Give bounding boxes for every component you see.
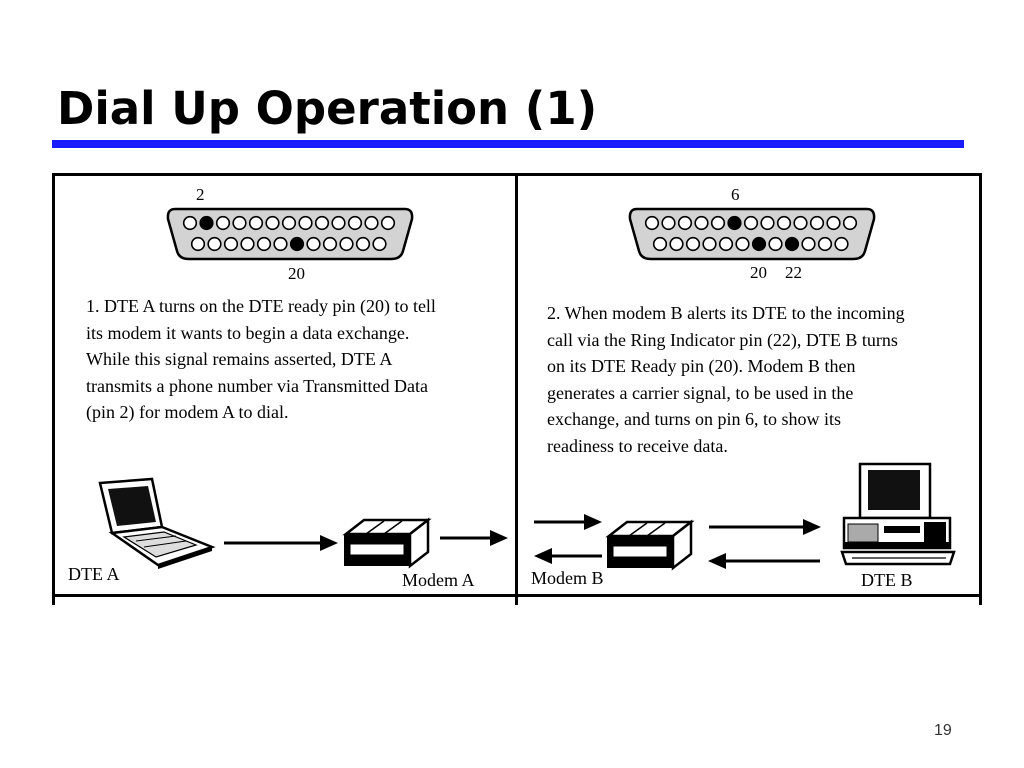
panel-2-pin-label-top: 6: [731, 185, 740, 204]
connector-pin: [702, 236, 717, 252]
connector-pin: [842, 215, 858, 231]
connector-pin: [661, 215, 676, 231]
connector-pin: [793, 215, 808, 231]
active-pin: [751, 236, 767, 252]
connector-pin: [248, 215, 264, 231]
db25-connector-icon: [166, 207, 414, 261]
connector-pin: [182, 215, 198, 231]
connector-pin: [298, 215, 313, 231]
modem-b-label: Modem B: [531, 568, 604, 588]
arrow-left-icon: [534, 548, 602, 564]
panel-1-pin-label-top: 2: [196, 185, 205, 204]
panel-1-step-text: 1. DTE A turns on the DTE ready pin (20)…: [86, 296, 436, 422]
connector-pin: [256, 236, 272, 252]
panel-1-connector: [166, 207, 414, 261]
arrow-icon: [709, 519, 821, 535]
connector-pin: [322, 236, 338, 252]
panel-divider: [515, 173, 518, 605]
connector-pin: [718, 236, 734, 252]
panel-2-step-text: 2. When modem B alerts its DTE to the in…: [547, 303, 905, 456]
title-underline: [52, 140, 964, 148]
panel-2-pin-label-20: 20: [750, 263, 767, 282]
connector-pin: [380, 215, 396, 231]
dte-a-label: DTE A: [68, 564, 120, 584]
connector-pin: [694, 215, 709, 231]
page-number: 19: [934, 722, 952, 739]
connector-pin: [760, 215, 775, 231]
connector-pin: [669, 236, 684, 252]
db25-connector-icon: [628, 207, 876, 261]
connector-pin: [223, 236, 239, 252]
connector-pin: [339, 236, 354, 252]
connector-pin: [652, 236, 668, 252]
connector-pin: [801, 236, 816, 252]
connector-pin: [347, 215, 363, 231]
arrow-icon: [534, 514, 602, 530]
connector-pin: [826, 215, 841, 231]
connector-pin: [306, 236, 321, 252]
active-pin: [784, 236, 800, 252]
modem-icon: [342, 517, 432, 569]
modem-a-label: Modem A: [402, 570, 475, 590]
connector-pin: [207, 236, 222, 252]
arrow-left-icon: [708, 553, 820, 569]
desktop-computer-icon: [840, 462, 956, 566]
connector-pin: [834, 236, 849, 252]
connector-pin: [281, 215, 297, 231]
connector-pin: [817, 236, 833, 252]
arrow-icon: [224, 535, 338, 551]
laptop-icon: [98, 477, 216, 569]
connector-pin: [265, 215, 280, 231]
active-pin: [199, 215, 214, 231]
panel-1-pin-label-bottom: 20: [288, 264, 305, 283]
connector-pin: [331, 215, 346, 231]
connector-pin: [232, 215, 247, 231]
connector-pin: [710, 215, 726, 231]
modem-icon: [605, 519, 695, 571]
connector-pin: [809, 215, 825, 231]
connector-pin: [776, 215, 792, 231]
connector-pin: [240, 236, 255, 252]
connector-pin: [735, 236, 750, 252]
connector-pin: [768, 236, 783, 252]
panel-2-connector: [628, 207, 876, 261]
connector-pin: [190, 236, 206, 252]
arrow-icon: [440, 530, 508, 546]
connector-pin: [364, 215, 379, 231]
connector-pin: [215, 215, 231, 231]
connector-pin: [644, 215, 660, 231]
active-pin: [289, 236, 305, 252]
diagram-bottom-rule: [52, 594, 982, 597]
connector-pin: [677, 215, 693, 231]
connector-pin: [372, 236, 387, 252]
connector-pin: [273, 236, 288, 252]
active-pin: [727, 215, 742, 231]
panel-2-pin-label-22: 22: [785, 263, 802, 282]
dte-b-label: DTE B: [861, 570, 913, 590]
slide-title: Dial Up Operation (1): [57, 82, 598, 135]
connector-pin: [355, 236, 371, 252]
connector-pin: [685, 236, 701, 252]
connector-pin: [743, 215, 759, 231]
connector-pin: [314, 215, 330, 231]
